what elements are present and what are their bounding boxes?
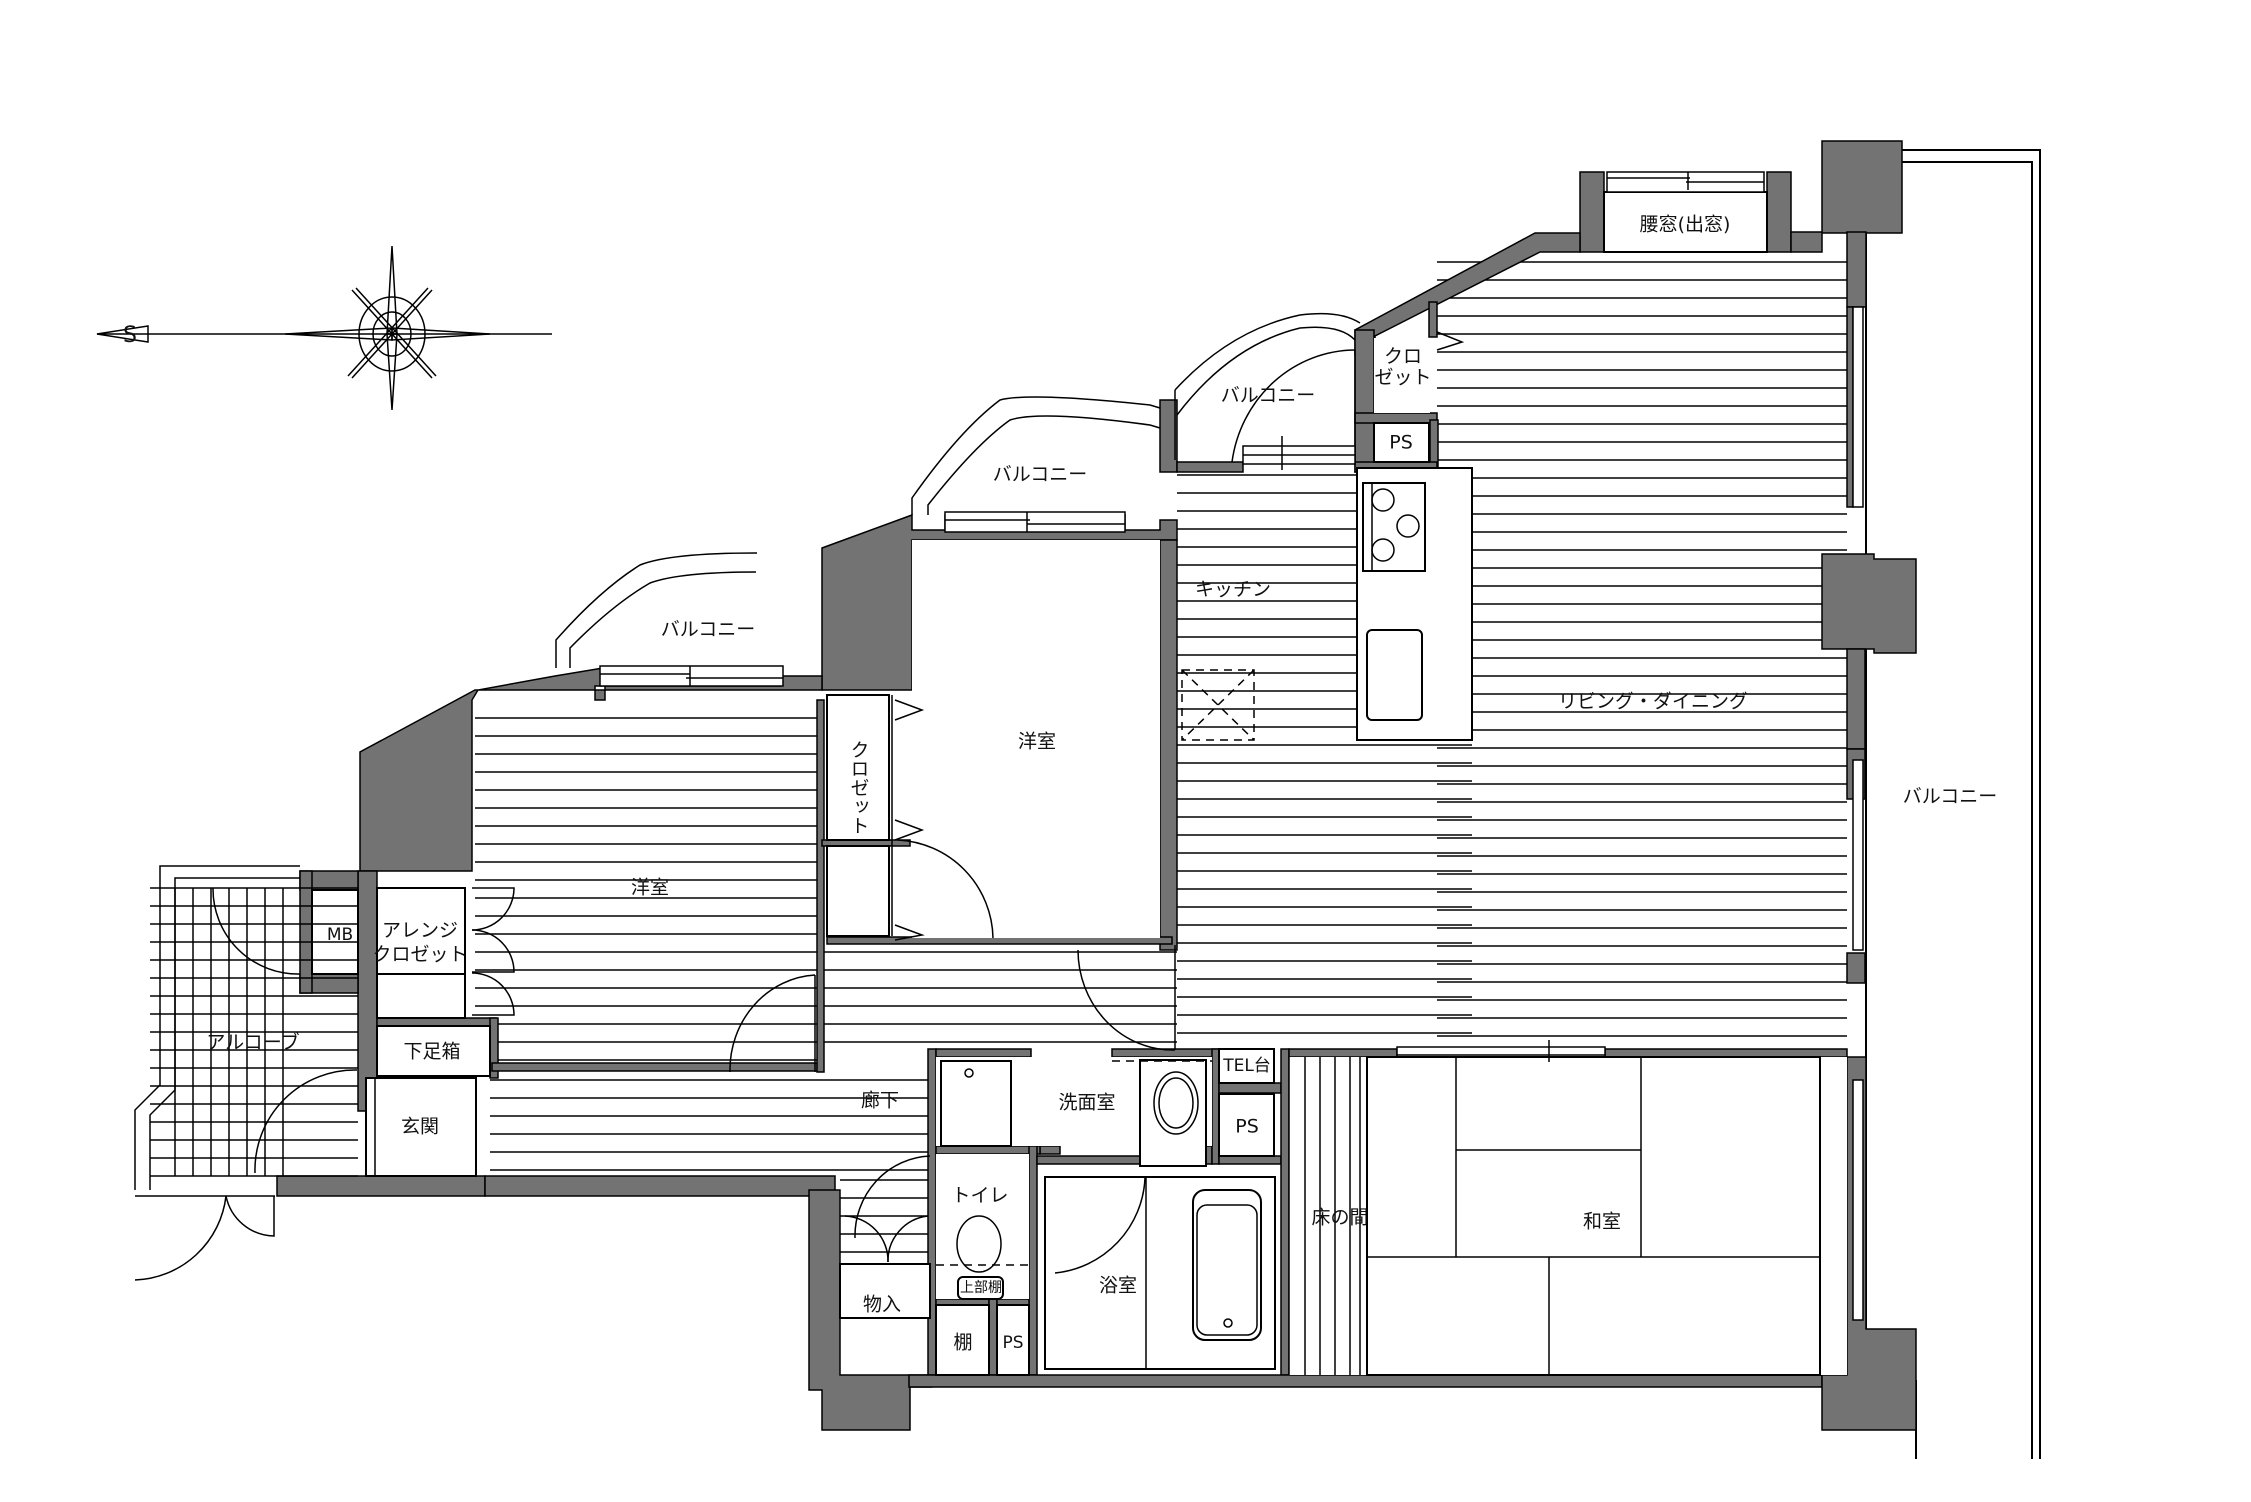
compass-south-label: S xyxy=(123,323,137,348)
balcony-round-label: バルコニー xyxy=(1221,385,1316,407)
arrange-closet-label-2: クロゼット xyxy=(372,944,467,966)
balcony-right-label: バルコニー xyxy=(1903,786,1998,808)
burner-icon xyxy=(1396,514,1420,538)
ps-toilet-label: PS xyxy=(1002,1333,1023,1353)
burner-icon xyxy=(1371,538,1395,562)
balcony-middle-label: バルコニー xyxy=(993,464,1088,486)
tokonoma-label: 床の間 xyxy=(1311,1207,1368,1229)
shoe-box-label: 下足箱 xyxy=(403,1041,460,1063)
entrance-label: 玄関 xyxy=(401,1116,439,1138)
tatami-mats xyxy=(1366,1040,1821,1376)
sink-icon xyxy=(1366,629,1423,721)
closet-kitchen-label-1: クロ xyxy=(1384,346,1422,368)
balcony-left-label: バルコニー xyxy=(661,619,756,641)
washroom-label: 洗面室 xyxy=(1058,1092,1115,1114)
bathroom-label: 浴室 xyxy=(1099,1275,1137,1297)
bay-window xyxy=(1603,171,1768,253)
shelf-label: 棚 xyxy=(953,1332,972,1354)
western-room-left-label: 洋室 xyxy=(631,877,669,899)
storage-label: 物入 xyxy=(863,1294,901,1316)
ps-kitchen-label: PS xyxy=(1389,432,1413,454)
bay-window-label: 腰窓(出窓) xyxy=(1640,214,1731,236)
right-windows xyxy=(1852,306,1864,1321)
washing-machine-pan-icon xyxy=(940,1060,1012,1147)
washbasin-icon xyxy=(1153,1071,1199,1135)
burner-icon xyxy=(1371,488,1395,512)
upper-shelf-label: 上部棚 xyxy=(960,1280,1002,1296)
balcony-middle xyxy=(911,396,1161,533)
alcove-tile-grid xyxy=(150,887,358,1177)
japanese-room-label: 和室 xyxy=(1583,1211,1621,1233)
closet-vertical-label: クロゼット xyxy=(848,740,870,835)
living-dining-label: リビング・ダイニング xyxy=(1558,691,1748,713)
western-room-center-label: 洋室 xyxy=(1018,731,1056,753)
alcove-label: アルコーブ xyxy=(206,1031,299,1054)
compass-rose-icon xyxy=(96,245,552,411)
kitchen-label: キッチン xyxy=(1195,579,1271,601)
toilet-bowl-icon xyxy=(956,1215,1002,1273)
toilet-label: トイレ xyxy=(951,1185,1008,1207)
balcony-left xyxy=(555,552,784,687)
tel-stand-label: TEL台 xyxy=(1222,1056,1271,1076)
floor-hatch-living xyxy=(475,261,1847,1253)
ps-washroom-label: PS xyxy=(1235,1116,1259,1138)
exterior-walls xyxy=(276,140,1917,1431)
hallway-label: 廊下 xyxy=(861,1090,899,1112)
balcony-round xyxy=(1174,312,1361,470)
kitchen-island xyxy=(1356,467,1473,741)
closet-kitchen-label-2: ゼット xyxy=(1374,367,1431,389)
mb-label: MB xyxy=(327,925,353,945)
arrange-closet-label-1: アレンジ xyxy=(382,920,458,942)
bathtub-icon xyxy=(1192,1189,1262,1341)
